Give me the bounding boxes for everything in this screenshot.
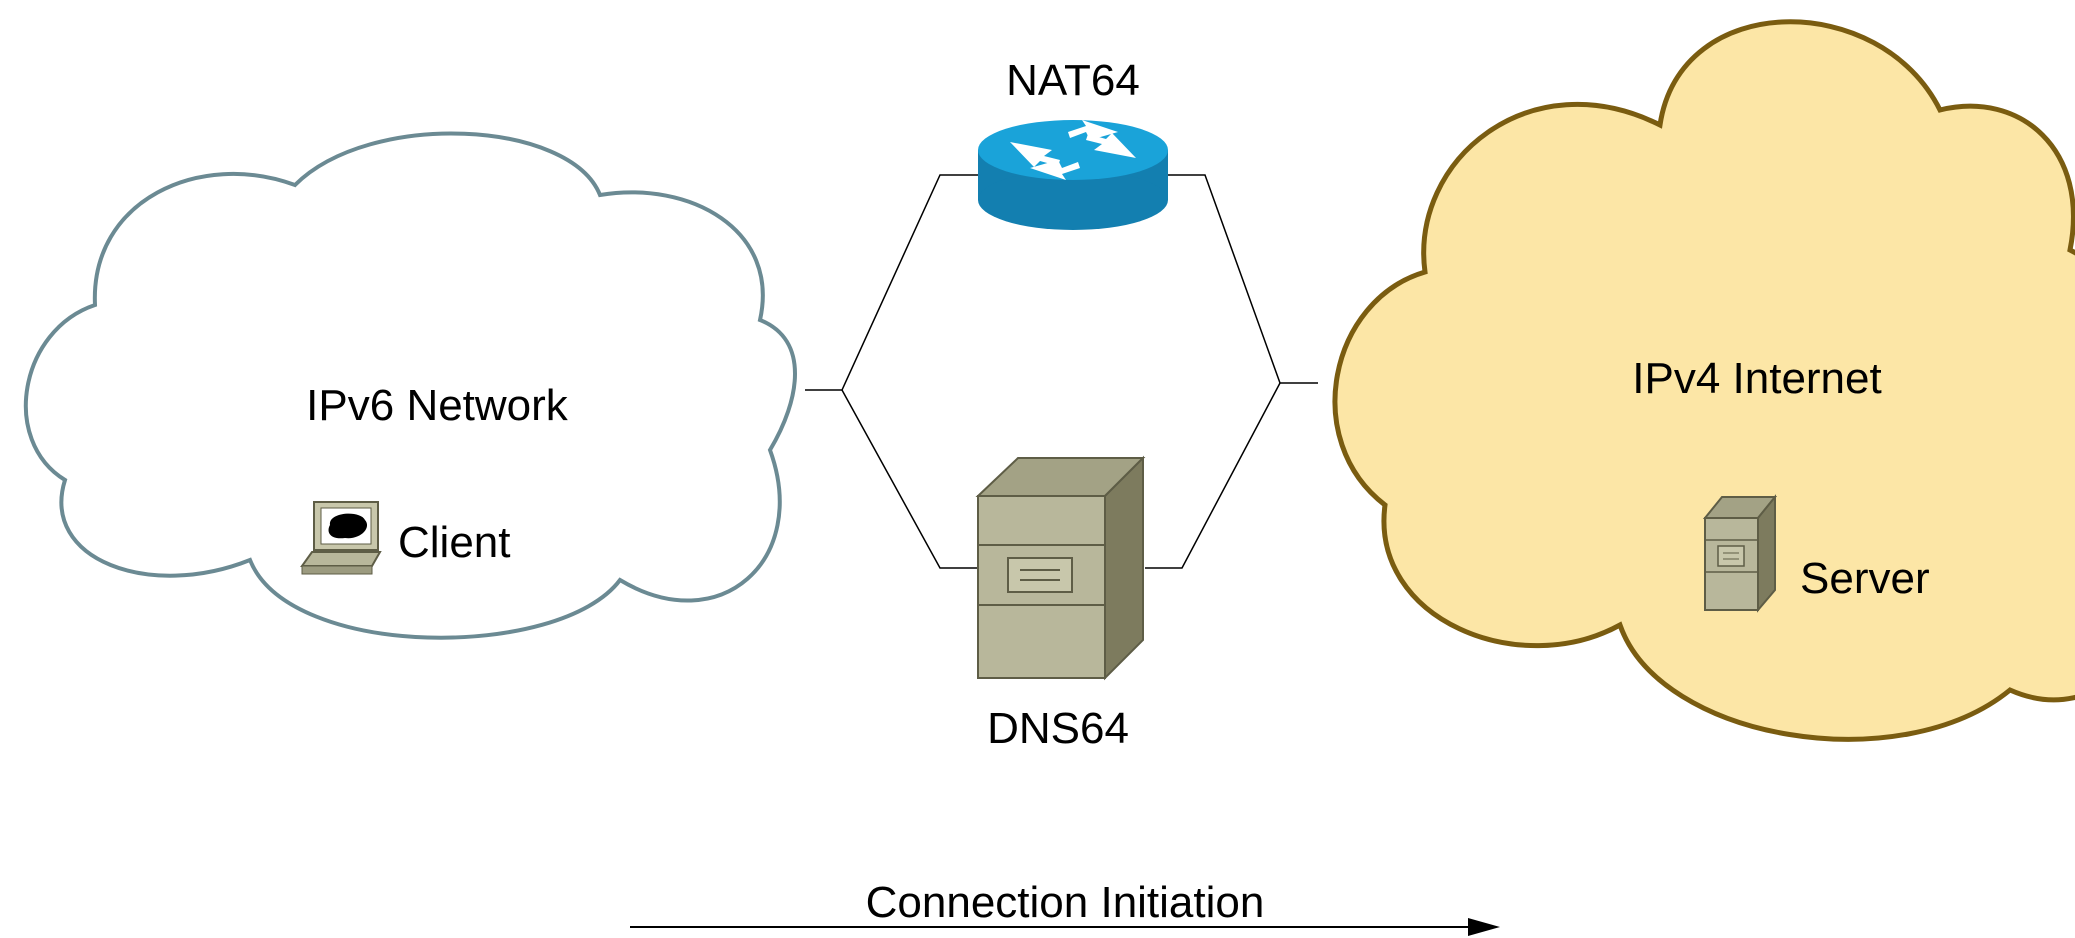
- client-label: Client: [398, 518, 511, 567]
- server-icon: [1702, 494, 1778, 613]
- client-laptop-icon: [300, 501, 382, 575]
- nat64-label: NAT64: [1006, 56, 1140, 105]
- ipv4-cloud-icon: IPv4 Internet: [1332, 19, 2075, 742]
- connection-initiation-arrow: [630, 918, 1500, 936]
- connection-lines: [805, 174, 1318, 569]
- dns64-label: DNS64: [987, 704, 1129, 753]
- ipv4-internet-label: IPv4 Internet: [1632, 354, 1881, 403]
- connection-initiation-label: Connection Initiation: [866, 878, 1265, 927]
- dns64-server-icon: [975, 455, 1146, 681]
- server-label: Server: [1800, 554, 1930, 603]
- ipv6-cloud-icon: IPv6 Network: [23, 131, 797, 640]
- nat64-router-icon: [978, 120, 1168, 230]
- ipv6-network-label: IPv6 Network: [306, 381, 569, 430]
